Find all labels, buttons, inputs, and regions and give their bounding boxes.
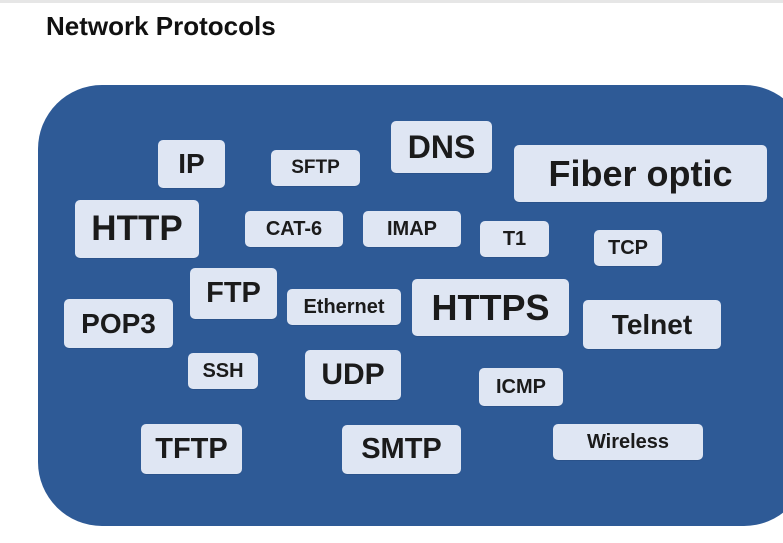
tag-tcp: TCP xyxy=(594,230,662,266)
tag-dns: DNS xyxy=(391,121,492,173)
tag-imap: IMAP xyxy=(363,211,461,247)
top-divider xyxy=(0,0,783,3)
tag-cat-6: CAT-6 xyxy=(245,211,343,247)
tag-tftp: TFTP xyxy=(141,424,242,474)
tag-telnet: Telnet xyxy=(583,300,721,349)
tag-wireless: Wireless xyxy=(553,424,703,460)
tag-smtp: SMTP xyxy=(342,425,461,474)
tag-https: HTTPS xyxy=(412,279,569,336)
tag-ssh: SSH xyxy=(188,353,258,389)
tag-icmp: ICMP xyxy=(479,368,563,406)
tag-fiber-optic: Fiber optic xyxy=(514,145,767,202)
tag-ethernet: Ethernet xyxy=(287,289,401,325)
tag-udp: UDP xyxy=(305,350,401,400)
page-title: Network Protocols xyxy=(46,11,276,41)
tag-http: HTTP xyxy=(75,200,199,258)
tag-pop3: POP3 xyxy=(64,299,173,348)
tag-ip: IP xyxy=(158,140,225,188)
tag-ftp: FTP xyxy=(190,268,277,319)
tag-t1: T1 xyxy=(480,221,549,257)
tag-sftp: SFTP xyxy=(271,150,360,186)
